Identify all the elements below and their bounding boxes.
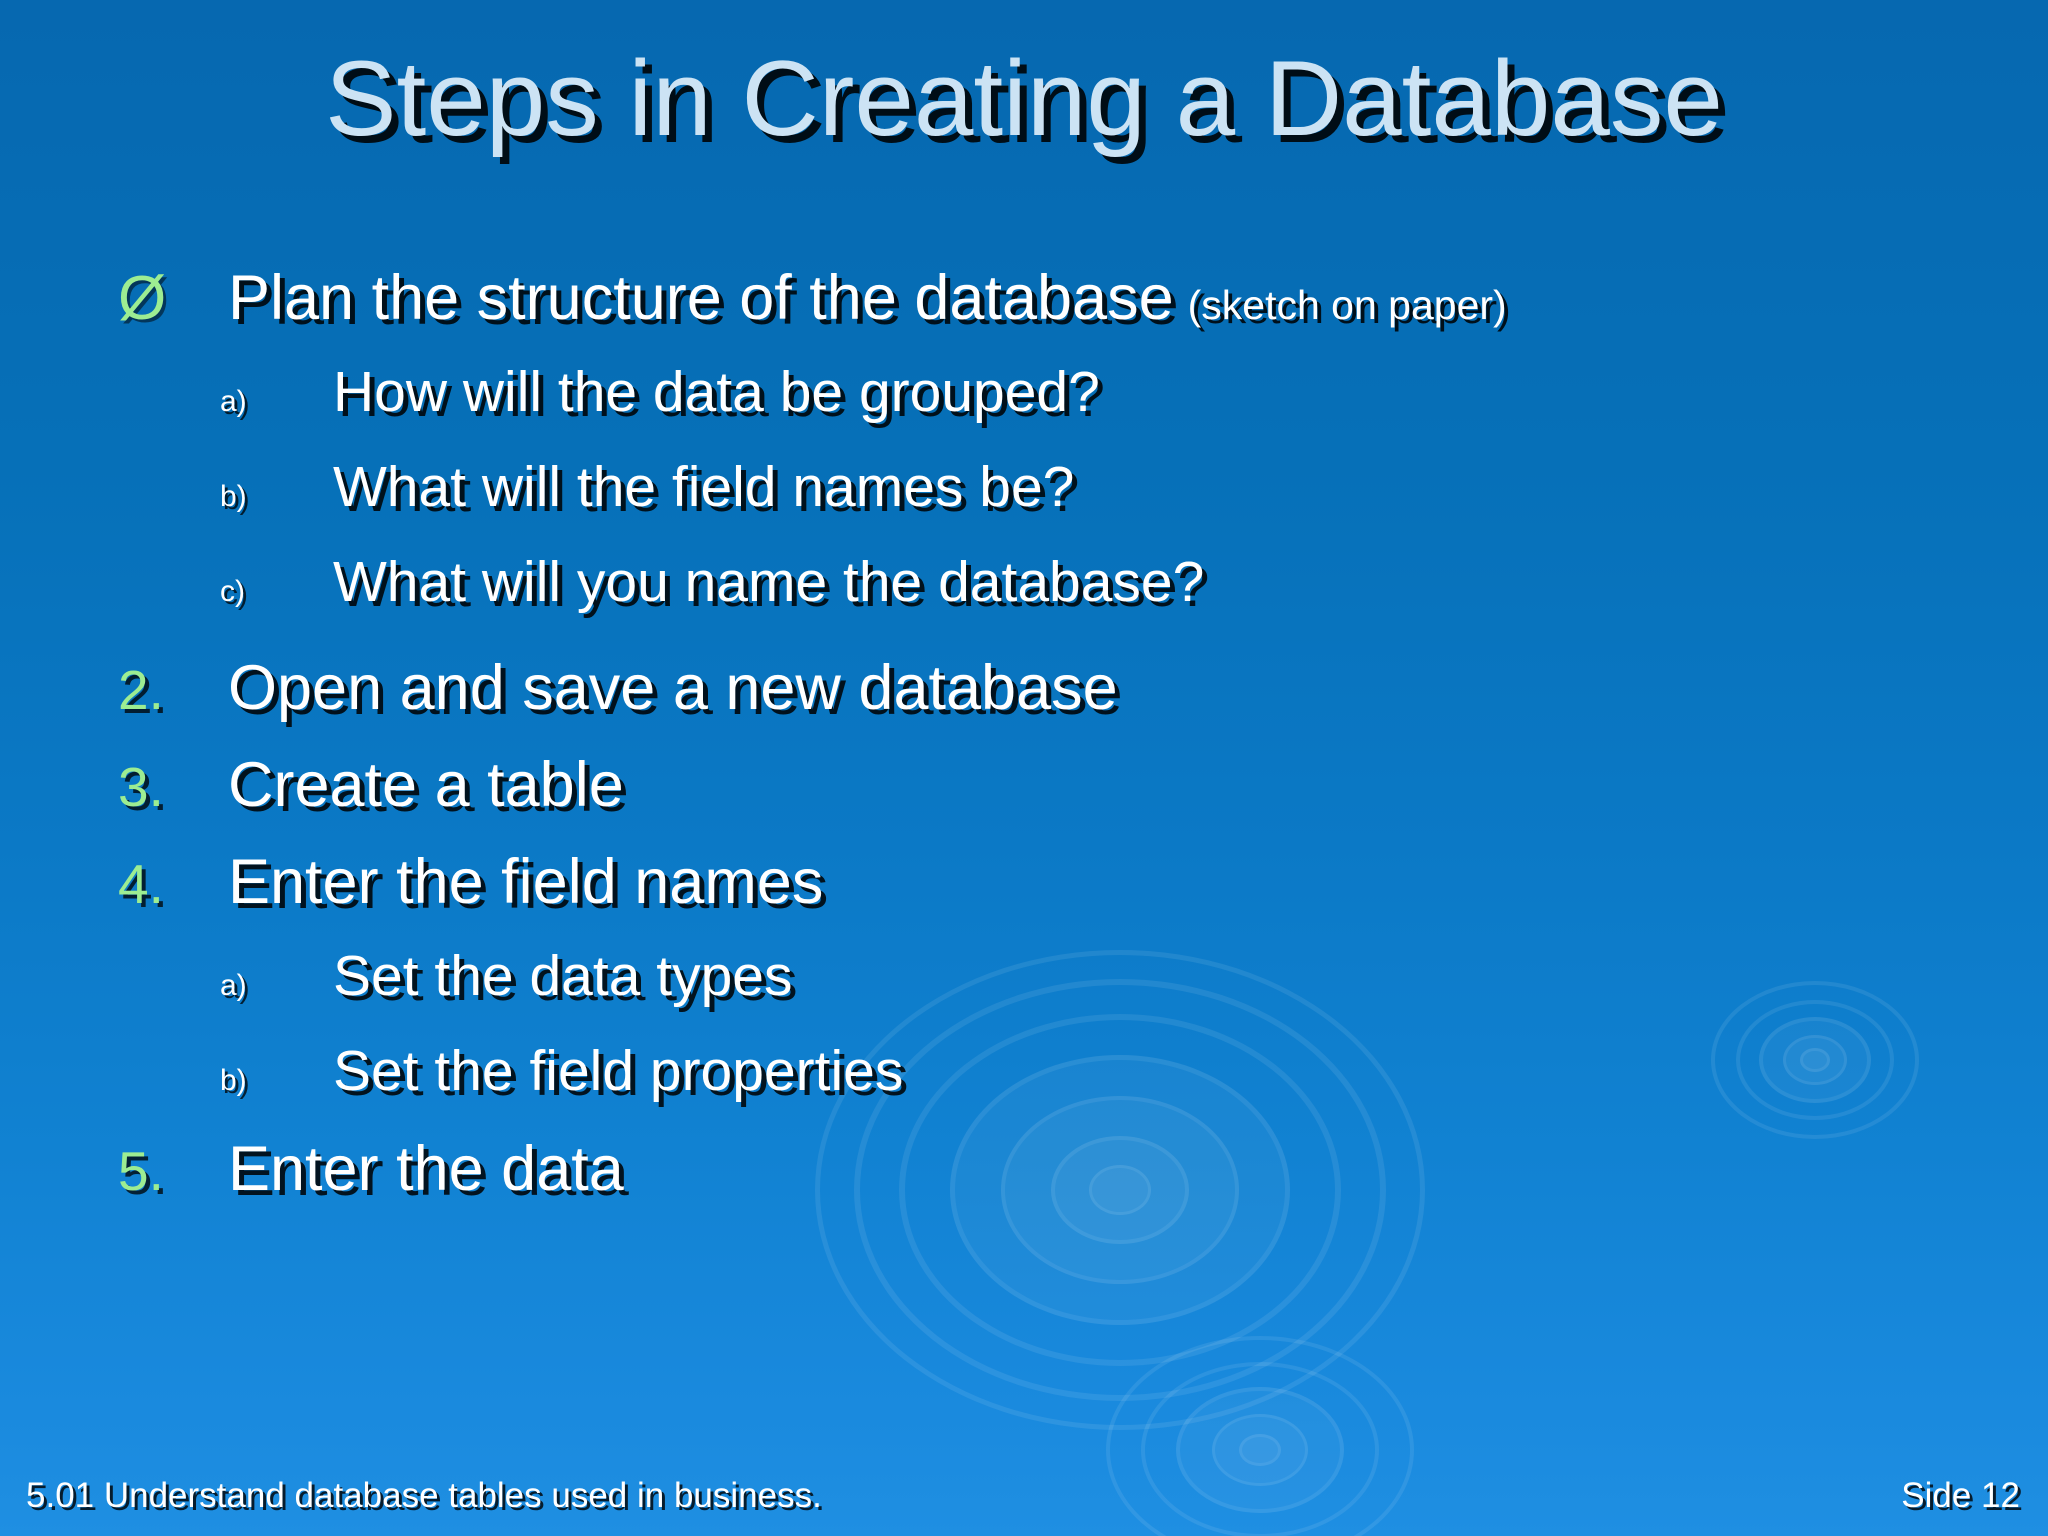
list-item: b) What will the field names be? xyxy=(0,454,2048,549)
list-marker: 5. xyxy=(118,1140,164,1202)
slide-title: Steps in Creating a Database xyxy=(325,38,1723,158)
list-item: b) Set the field properties xyxy=(0,1038,2048,1133)
list-item-text: Enter the field names xyxy=(228,847,824,917)
list-marker: b) xyxy=(220,1064,247,1097)
list-item: c) What will you name the database? xyxy=(0,549,2048,644)
list-item-text: Open and save a new database xyxy=(228,653,1118,723)
list-marker: a) xyxy=(220,385,247,418)
list-item: a) How will the data be grouped? xyxy=(0,359,2048,454)
footer-objective-text: 5.01 Understand database tables used in … xyxy=(26,1476,822,1515)
list-item: 2. Open and save a new database xyxy=(0,652,2048,749)
list-item-text: Set the data types xyxy=(333,944,793,1008)
list-item-text: Set the field properties xyxy=(333,1039,904,1103)
list-marker: b) xyxy=(220,480,247,513)
list-item-text: Create a table xyxy=(228,750,624,820)
list-item-text: What will you name the database? xyxy=(333,550,1205,614)
footer-slide-number: Side 12 xyxy=(1901,1476,2020,1515)
list-item: a) Set the data types xyxy=(0,943,2048,1038)
list-item-text: What will the field names be? xyxy=(333,455,1075,519)
list-item-text: Plan the structure of the database xyxy=(228,263,1174,333)
spacer xyxy=(0,644,2048,652)
list-marker: 2. xyxy=(118,659,164,721)
list-marker-slash-o-icon: Ø xyxy=(118,264,167,333)
ripple-center xyxy=(1239,1434,1281,1466)
ripple-ring xyxy=(1106,1336,1414,1536)
ripple-ring xyxy=(1141,1362,1379,1536)
list-marker: 4. xyxy=(118,853,164,915)
list-item-note: (sketch on paper) xyxy=(1187,282,1507,328)
list-item: 4. Enter the field names xyxy=(0,846,2048,943)
list-item: 5. Enter the data xyxy=(0,1133,2048,1230)
list-marker: 3. xyxy=(118,756,164,818)
slide-body-list: Ø Plan the structure of the database (sk… xyxy=(0,262,2048,1230)
list-marker: c) xyxy=(220,575,245,608)
list-item-text: How will the data be grouped? xyxy=(333,360,1100,424)
ripple-ring xyxy=(1212,1414,1308,1486)
ripple-ring xyxy=(1176,1387,1344,1513)
list-item-text: Enter the data xyxy=(228,1134,624,1204)
list-item: 3. Create a table xyxy=(0,749,2048,846)
list-item: Ø Plan the structure of the database (sk… xyxy=(0,262,2048,359)
list-marker: a) xyxy=(220,969,247,1002)
